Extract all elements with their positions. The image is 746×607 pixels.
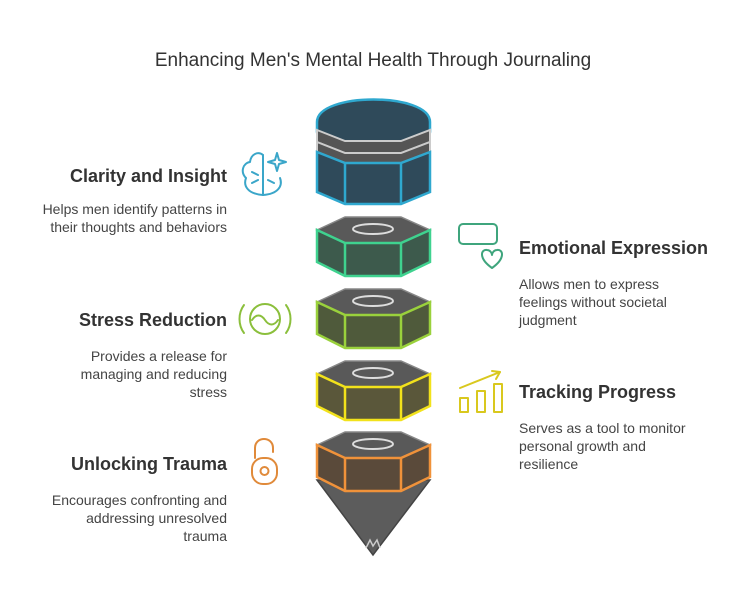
trauma-heading: Unlocking Trauma xyxy=(70,454,227,474)
stress-heading: Stress Reduction xyxy=(78,310,227,330)
trauma-block xyxy=(315,431,432,557)
emotional-description: Allows men to express feelings without s… xyxy=(519,276,667,328)
emotional-block xyxy=(315,216,432,278)
unlocked-padlock-icon xyxy=(251,438,278,485)
tracking-description: Serves as a tool to monitor personal gro… xyxy=(519,420,686,472)
emotional-heading: Emotional Expression xyxy=(519,238,709,258)
tracking-heading: Tracking Progress xyxy=(519,382,677,402)
brain-sparkle-icon xyxy=(241,152,287,196)
stress-description: Provides a release for managing and redu… xyxy=(80,348,227,400)
clarity-block xyxy=(315,98,432,206)
growth-chart-icon xyxy=(459,370,503,413)
clarity-description: Helps men identify patterns in their tho… xyxy=(42,201,227,235)
tracking-block xyxy=(315,360,432,422)
stress-block xyxy=(315,288,432,350)
clarity-heading: Clarity and Insight xyxy=(69,166,227,186)
calm-face-icon xyxy=(238,303,292,335)
trauma-description: Encourages confronting and addressing un… xyxy=(51,492,227,544)
page-title: Enhancing Men's Mental Health Through Jo… xyxy=(154,50,592,71)
speech-heart-icon xyxy=(458,223,503,269)
